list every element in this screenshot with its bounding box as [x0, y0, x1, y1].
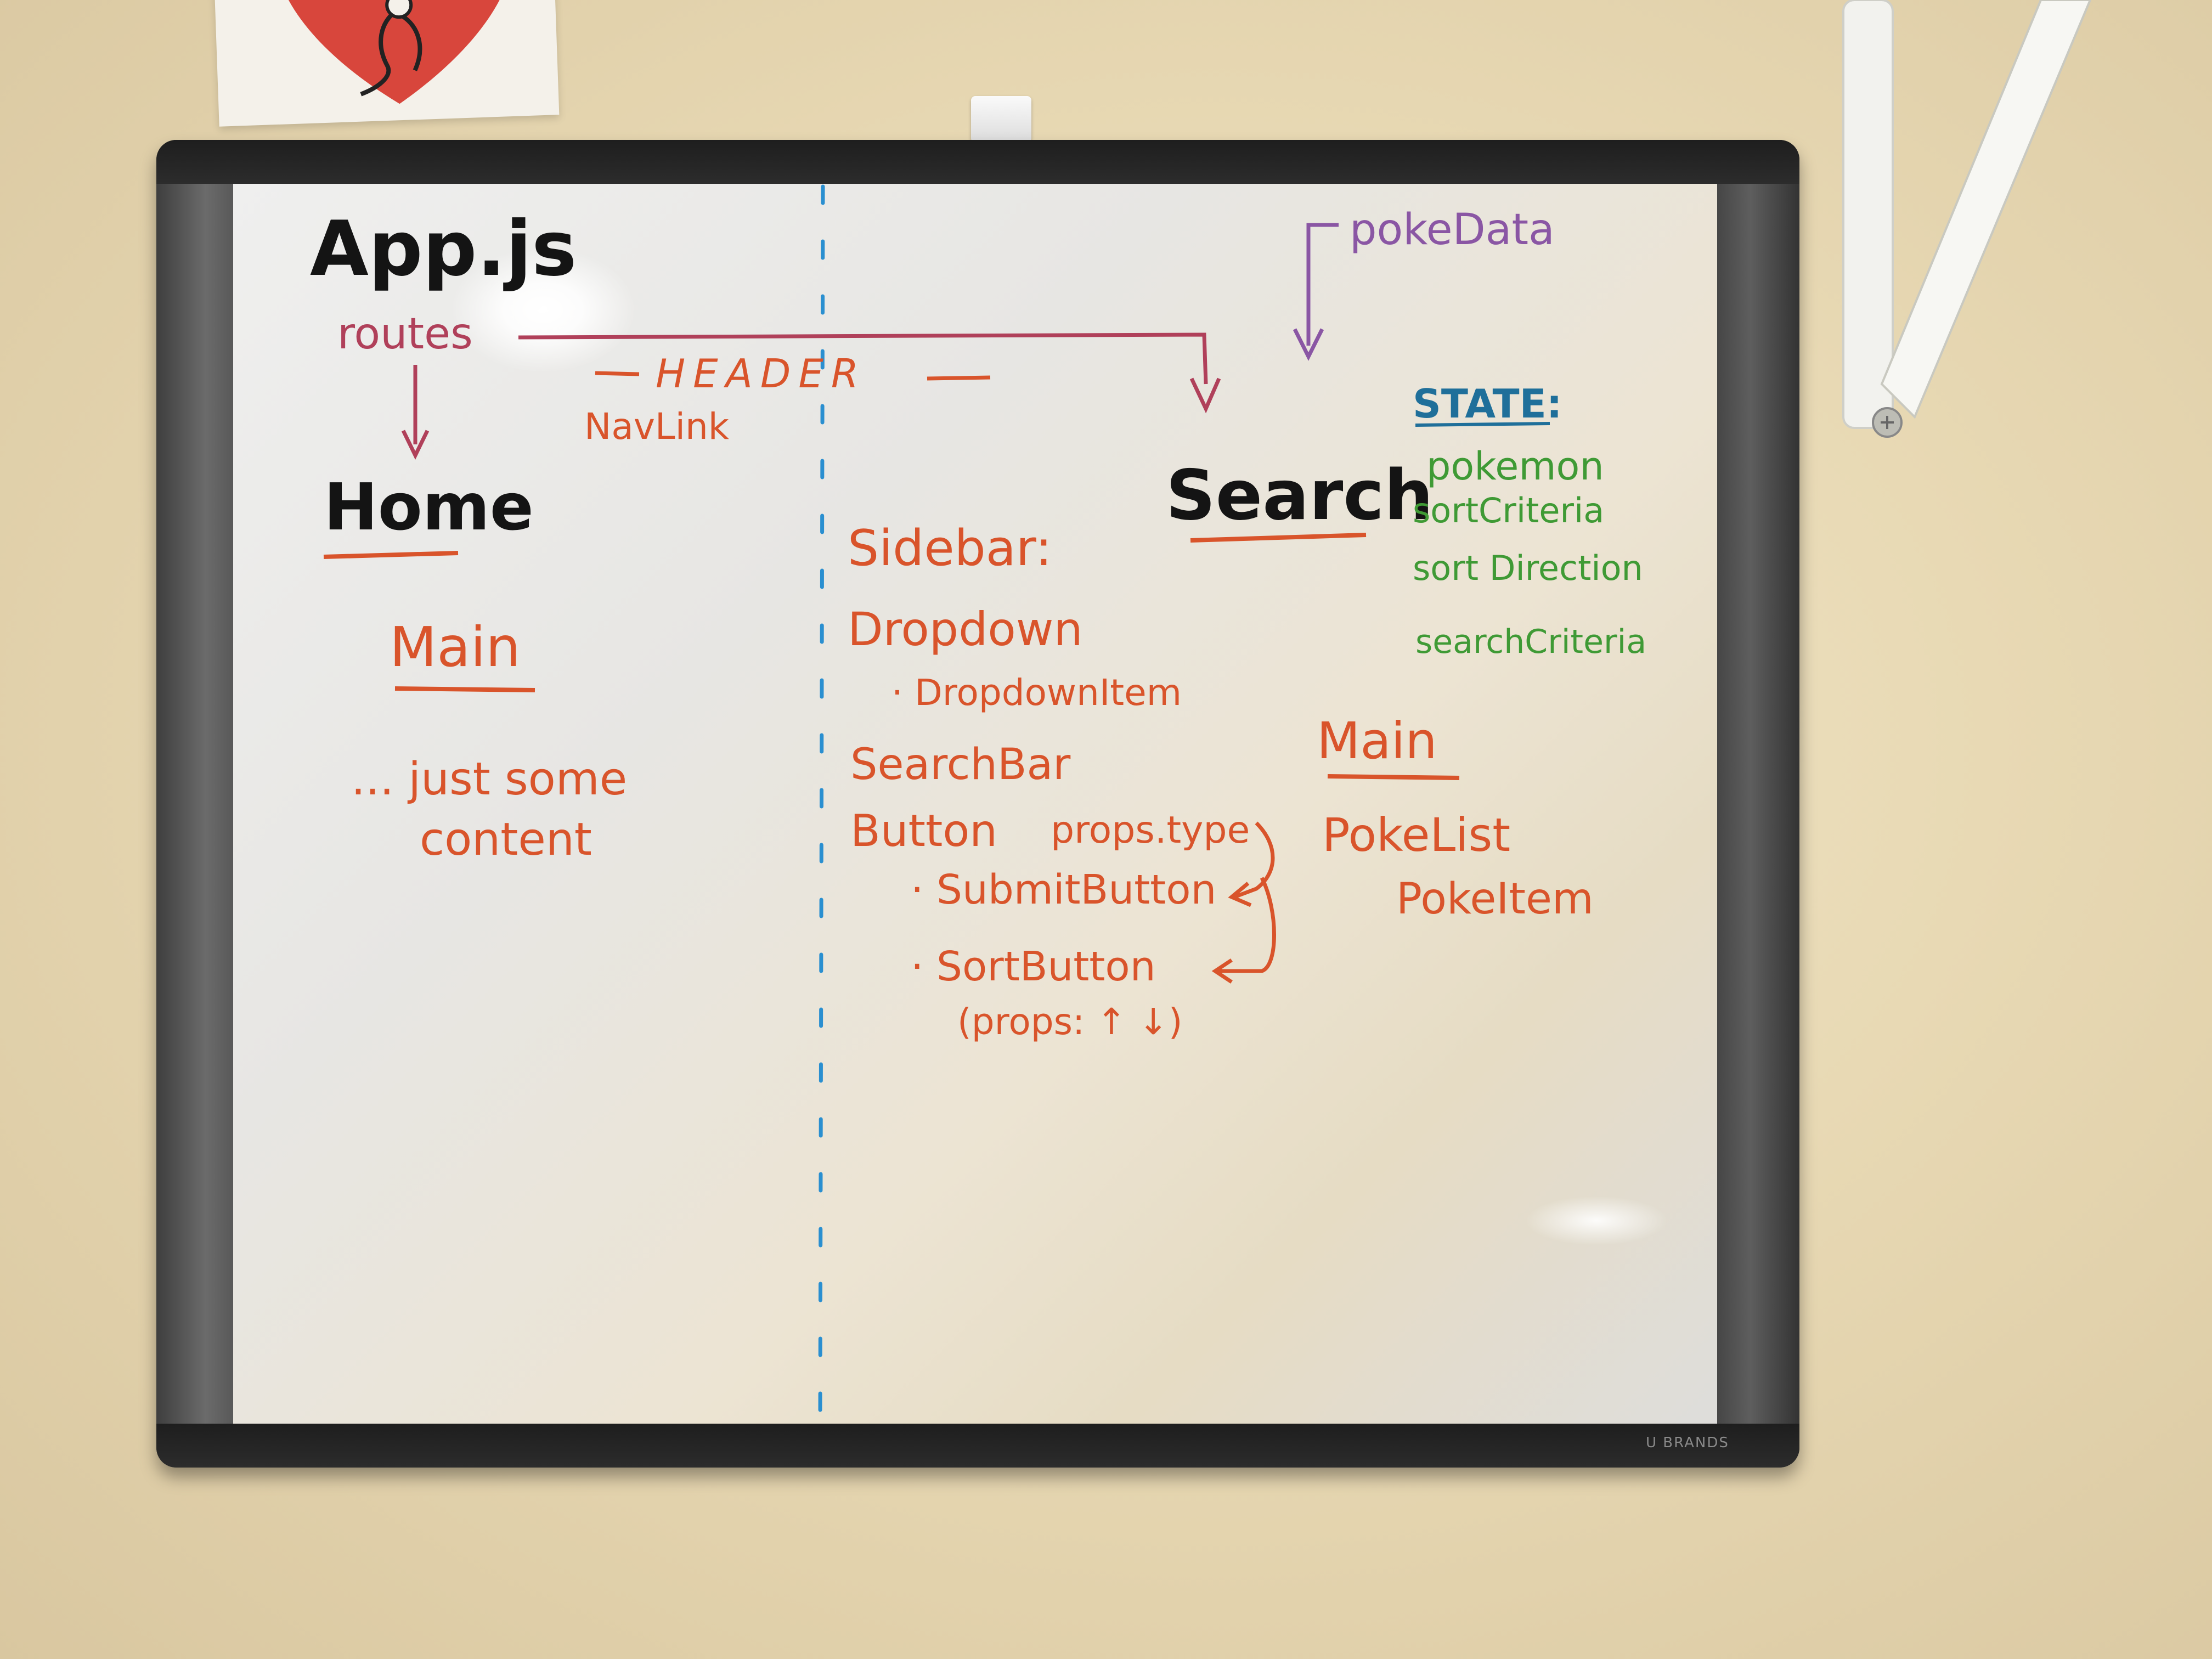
app-title-text: App.js: [310, 205, 577, 293]
state-item-sort-direction: sort Direction: [1413, 548, 1643, 588]
sort-button-text: · SortButton: [911, 943, 1156, 990]
home-main-underline: [394, 686, 535, 692]
arrow-to-home-icon: [401, 430, 430, 460]
vertical-divider-line: [818, 184, 825, 1418]
light-glare: [450, 247, 636, 373]
home-underline: [323, 551, 459, 559]
home-heading: Home: [324, 469, 534, 545]
state-underline: [1415, 422, 1550, 427]
navlink-text: NavLink: [584, 405, 730, 448]
pokedata-text: pokeData: [1350, 205, 1555, 255]
state-item-pokemon: pokemon: [1426, 444, 1604, 489]
home-main-text: Main: [390, 615, 521, 679]
props-arrows-text: (props: ↑ ↓): [957, 1001, 1183, 1043]
shelf-bracket: [1842, 0, 2092, 438]
search-underline: [1190, 533, 1367, 543]
searchbar-text: SearchBar: [850, 740, 1071, 789]
state-item-search-criteria: searchCriteria: [1415, 623, 1647, 661]
props-type-text: props.type: [1051, 809, 1250, 852]
arrow-to-search-icon: [1189, 377, 1221, 414]
sidebar-text: Sidebar:: [848, 520, 1052, 577]
arrow-pokedata-icon: [1293, 328, 1324, 361]
search-main-text: Main: [1317, 712, 1437, 770]
home-content-line-2: content: [420, 814, 592, 866]
routes-connector-line: [518, 332, 1208, 385]
button-text: Button: [850, 805, 997, 856]
whiteboard-frame: [156, 140, 1799, 1468]
arrow-sort-icon: [1211, 958, 1233, 984]
dropdown-item-text: · DropdownItem: [891, 672, 1182, 714]
light-glare-bottom: [1525, 1196, 1668, 1245]
routes-text: routes: [337, 309, 473, 359]
header-dashes: [595, 371, 991, 381]
pokelist-text: PokeList: [1322, 808, 1511, 862]
dropdown-text: Dropdown: [848, 602, 1083, 656]
submit-button-text: · SubmitButton: [911, 866, 1217, 913]
whiteboard-surface: [233, 184, 1717, 1424]
state-item-sort-criteria: sortCriteria: [1413, 490, 1605, 531]
brand-label: U BRANDS: [1646, 1435, 1729, 1451]
wall-poster: [214, 0, 560, 127]
pokedata-connector-line: [1306, 223, 1339, 346]
board-hanging-clip: [971, 96, 1031, 143]
props-bracket-line: [1233, 821, 1275, 899]
search-main-underline: [1327, 774, 1460, 780]
pokeitem-text: PokeItem: [1396, 874, 1594, 924]
poster-heart-graphic: [280, 0, 511, 104]
props-bracket-lower-line: [1218, 877, 1276, 973]
arrow-submit-icon: [1228, 882, 1252, 907]
state-label: STATE:: [1413, 381, 1562, 427]
search-heading: Search: [1166, 455, 1434, 535]
header-text: HEADER: [656, 351, 866, 397]
home-content-line-1: ... just some: [351, 753, 628, 805]
